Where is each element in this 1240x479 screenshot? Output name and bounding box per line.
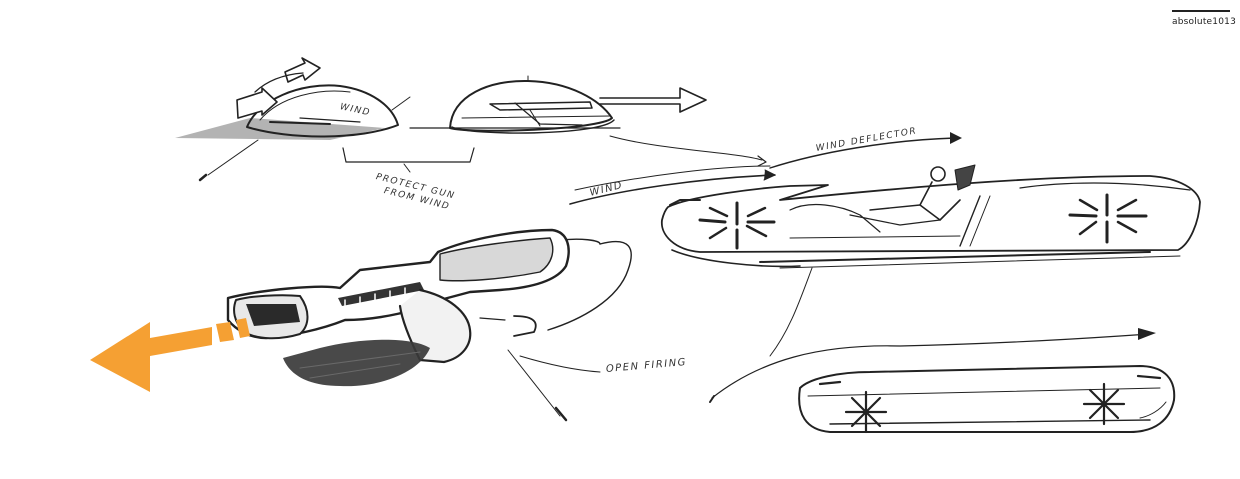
pod-to-car-arrowhead: [757, 155, 767, 167]
car-leader-line: [769, 267, 813, 357]
wind-arrowhead: [763, 169, 776, 181]
protect-leader: [403, 163, 411, 173]
vehicle-side-sketch: [661, 164, 1201, 269]
wind-stroke-2: [574, 165, 771, 191]
protect-bracket: [342, 147, 475, 163]
open-firing-leader: [519, 355, 601, 373]
wind-stroke-1: [569, 174, 776, 205]
deflector-arrowhead: [950, 132, 962, 144]
pod-closed-sketch: [175, 57, 411, 182]
vehicle-closed-sketch: [709, 328, 1176, 434]
pod-to-car-line: [609, 135, 763, 161]
brand-mark: absolute1013: [1172, 10, 1236, 27]
firing-direction-arrow: [90, 318, 250, 392]
deflector-curve: [769, 137, 956, 169]
pod-open-sketch: [409, 75, 707, 134]
brand-bar: [1172, 10, 1230, 12]
gun-sketch: [226, 228, 632, 422]
brand-label: absolute1013: [1172, 17, 1236, 27]
